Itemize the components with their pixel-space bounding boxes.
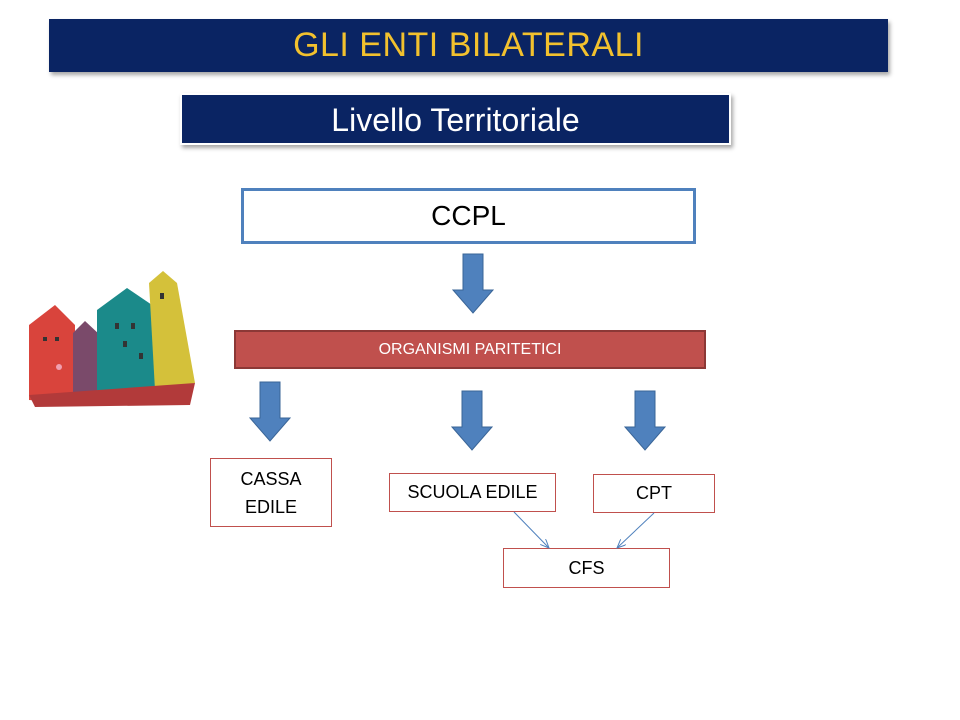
connector-cpt-cfs	[617, 512, 655, 548]
down-arrow-icon	[248, 381, 292, 442]
ccpl-box: CCPL	[241, 188, 696, 244]
cassa-edile-box: CASSA EDILE	[210, 458, 332, 527]
slide-subtitle: Livello Territoriale	[180, 93, 731, 145]
houses-illustration	[25, 255, 217, 415]
down-arrow-icon	[450, 390, 494, 451]
down-arrow-icon	[623, 390, 667, 451]
cassa-line-1: CASSA	[240, 468, 302, 489]
down-arrow-icon	[451, 253, 495, 314]
cpt-box: CPT	[593, 474, 715, 513]
organismi-paritetici-box: ORGANISMI PARITETICI	[234, 330, 706, 369]
cassa-line-2: EDILE	[244, 496, 298, 517]
slide-title: GLI ENTI BILATERALI	[49, 19, 888, 72]
connector-scuola-cfs	[513, 511, 549, 548]
cfs-box: CFS	[503, 548, 670, 588]
scuola-edile-box: SCUOLA EDILE	[389, 473, 556, 512]
